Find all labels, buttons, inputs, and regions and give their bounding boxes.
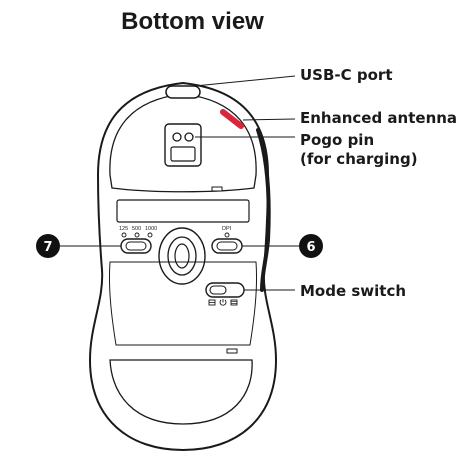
- badge-6-circle: [299, 234, 323, 258]
- callout-usb-c-port: USB-C port: [300, 66, 393, 84]
- dpi-led-1: [121, 232, 127, 238]
- button-6-inner: [216, 241, 238, 251]
- dpi-led-3: [147, 232, 153, 238]
- sensor-inner: [174, 243, 190, 269]
- mode-icon-right: [230, 299, 238, 306]
- callout-pogo-pin-sub: (for charging): [300, 150, 418, 168]
- middle-slot: [116, 199, 250, 223]
- pogo-pin-2: [184, 132, 194, 142]
- usb-c-leader: [194, 75, 296, 87]
- dpi-led-right: [224, 232, 230, 238]
- mode-icon-left: [208, 299, 216, 306]
- page-title: Bottom view: [121, 8, 264, 35]
- dpi-led-2: [134, 232, 140, 238]
- callout-mode-switch: Mode switch: [300, 282, 407, 300]
- usb-c-port: [165, 85, 201, 99]
- callout-enhanced-antenna: Enhanced antenna: [300, 109, 458, 127]
- pogo-inner-rect: [170, 146, 196, 162]
- antenna-mark: [220, 109, 244, 129]
- badge-6: 6: [306, 240, 315, 255]
- mode-switch-knob: [209, 285, 227, 295]
- mouse-side-shade: [256, 128, 271, 292]
- dpi-option-125: 125: [119, 226, 128, 232]
- power-icon: [219, 299, 227, 306]
- bottom-glide-pad: [109, 359, 253, 425]
- button-7-inner: [125, 241, 147, 251]
- lower-inner-outline: [108, 261, 258, 346]
- small-tab-lower: [226, 348, 238, 354]
- dpi-label: DPI: [222, 226, 232, 232]
- dpi-option-1000: 1000: [145, 226, 157, 232]
- dpi-option-500: 500: [132, 226, 141, 232]
- callout-pogo-pin: Pogo pin: [300, 131, 375, 149]
- badge-7-circle: [36, 234, 60, 258]
- upper-inner-outline: [109, 93, 257, 193]
- pogo-pin-1: [172, 132, 182, 142]
- badge-7: 7: [43, 240, 52, 255]
- antenna-leader: [242, 118, 296, 121]
- small-tab-upper: [211, 186, 223, 192]
